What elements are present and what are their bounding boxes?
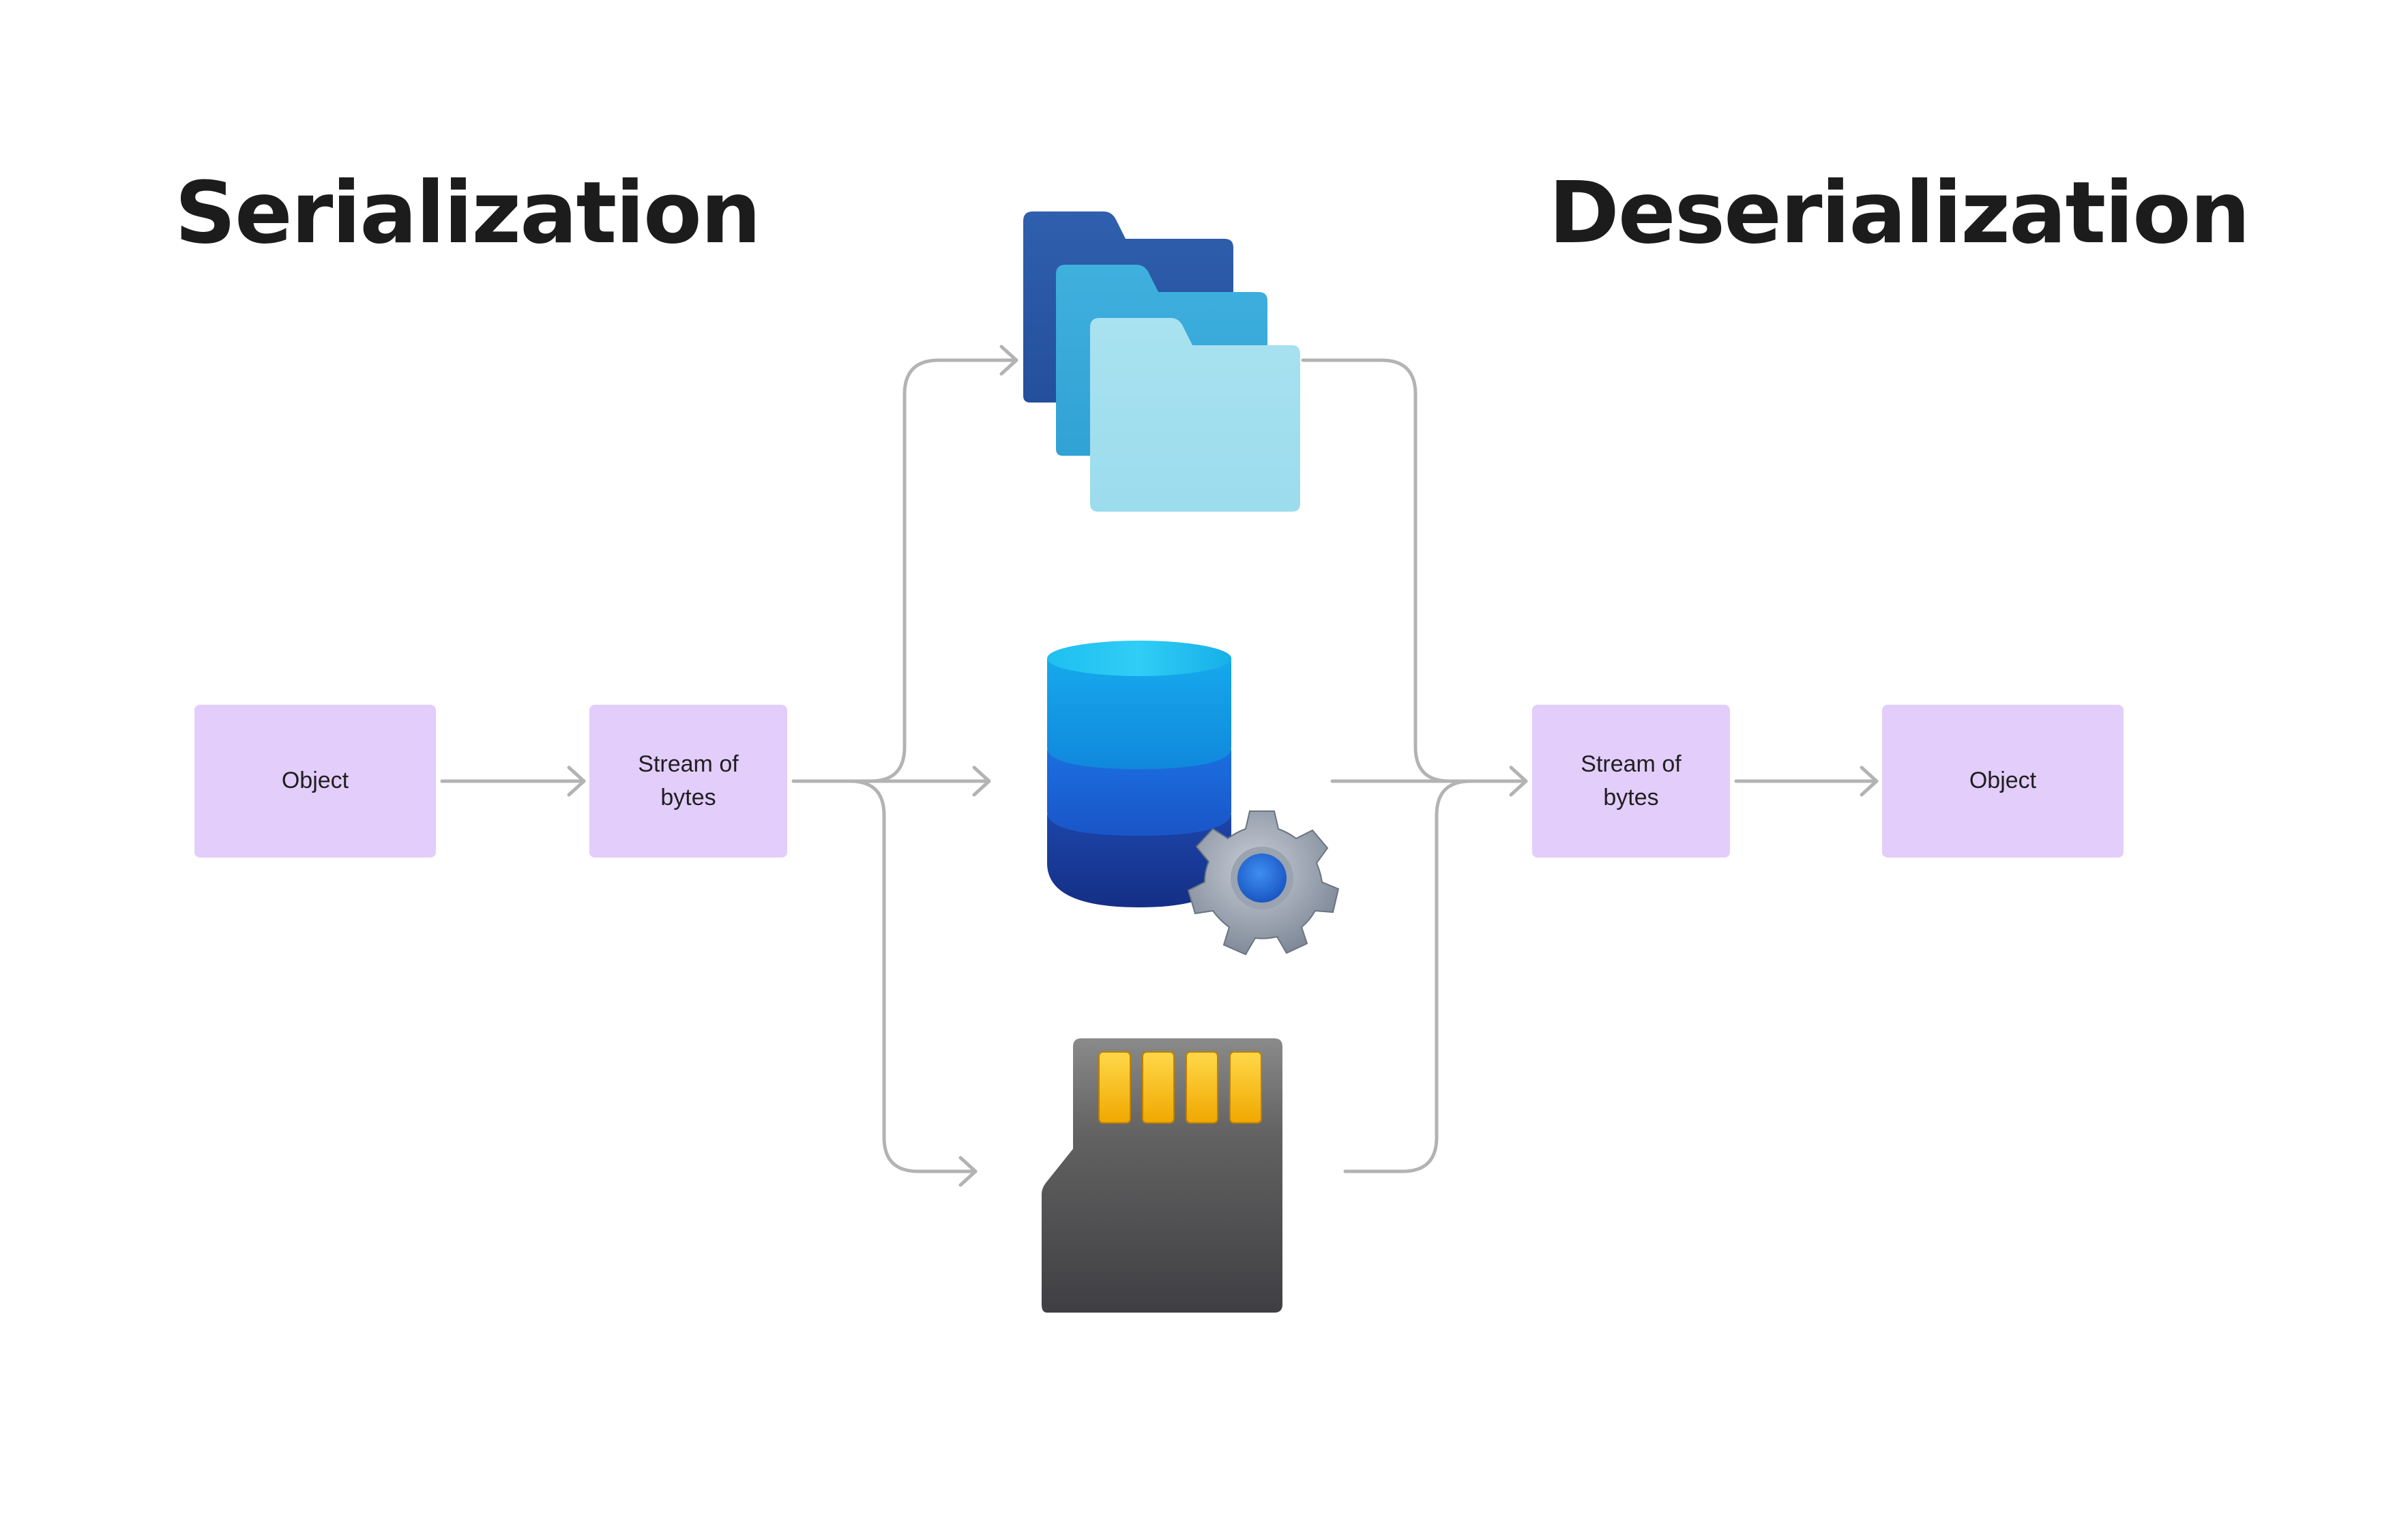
object-node-left-label: Object — [281, 768, 349, 794]
object-node-right: Object — [1882, 705, 2124, 858]
object-node-left: Object — [194, 705, 436, 858]
arrowhead-stream-to-database — [972, 765, 991, 797]
stream-of-bytes-node-left-label: Stream of bytes — [638, 750, 739, 810]
serialization-title: Serialization — [175, 164, 761, 263]
arrowhead-into-stream-right — [1509, 765, 1528, 797]
database-gear-icon — [1047, 641, 1340, 956]
arrow-stream-to-memory-card — [848, 779, 978, 1173]
folders-icon — [1023, 211, 1300, 512]
deserialization-title: Deserialization — [1548, 164, 2250, 263]
arrow-stream-to-folders — [791, 358, 1018, 783]
arrowhead-stream-to-object-right — [1860, 765, 1879, 797]
stream-of-bytes-node-right-label: Stream of bytes — [1581, 750, 1682, 810]
stream-of-bytes-node-left: Stream of bytes — [589, 705, 787, 858]
object-node-right-label: Object — [1969, 768, 2037, 794]
arrow-memory-card-to-stream-right — [1343, 779, 1473, 1173]
arrow-folders-to-stream-right — [1301, 358, 1452, 783]
arrowhead-object-to-stream-left — [567, 765, 586, 797]
arrowhead-stream-to-folders — [999, 345, 1018, 376]
arrowhead-stream-to-memory-card — [958, 1156, 978, 1187]
memory-card-icon — [1042, 1038, 1282, 1313]
stream-of-bytes-node-right: Stream of bytes — [1532, 705, 1730, 858]
